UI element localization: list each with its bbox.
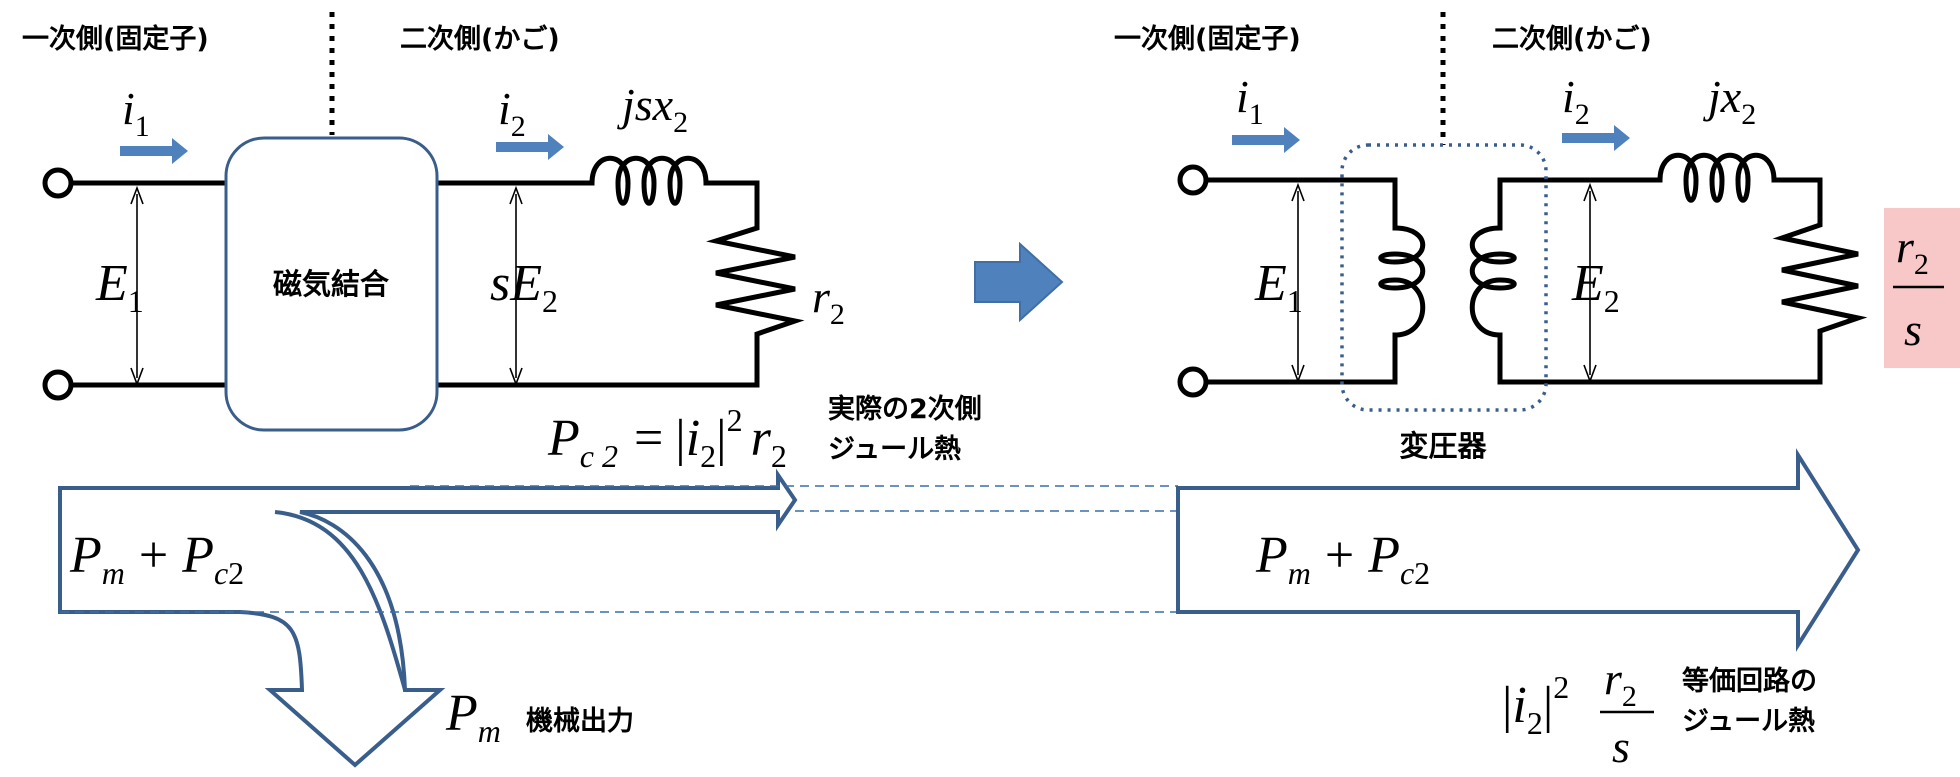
right-i2-arrow [1562, 125, 1630, 151]
left-r2-label: r2 [812, 271, 845, 331]
left-terminal-bottom [42, 369, 74, 401]
right-r2-numerator: r2 [1896, 221, 1929, 281]
left-reactance-label: jsx2 [617, 79, 688, 139]
right-i2-label: i2 [1562, 71, 1590, 131]
left-primary-label: 一次側(固定子) [22, 23, 209, 55]
eq-joule-denominator: s [1612, 721, 1630, 772]
left-resistor [706, 180, 805, 388]
left-se2-label: sE2 [490, 255, 558, 319]
left-i1-label: i1 [122, 83, 150, 143]
right-e2-label: E2 [1571, 255, 1620, 319]
left-secondary-label: 二次側(かご) [400, 23, 560, 55]
right-circuit: 一次側(固定子) 二次側(かご) 変圧器 r2 s [1114, 12, 1960, 463]
right-terminal-bottom [1177, 366, 1209, 398]
pc2-text-line1: 実際の2次側 [828, 393, 982, 425]
right-reactance-label: jx2 [1703, 71, 1756, 131]
right-i1-arrow [1232, 127, 1300, 153]
left-i1-arrow [120, 138, 188, 164]
right-terminal-top [1177, 164, 1209, 196]
right-e1-label: E1 [1254, 255, 1303, 319]
transformer-primary-coil [1378, 225, 1426, 338]
eq-joule-formula: |i2|2 [1502, 669, 1569, 741]
right-resistor [1772, 177, 1868, 385]
left-terminal-top [42, 167, 74, 199]
eq-joule-numerator: r2 [1604, 653, 1637, 713]
right-flow-arrow [1176, 448, 1861, 652]
left-flow-branch-curve [274, 510, 407, 691]
right-power-flow: Pm+Pc2 |i2|2 r2 s 等価回路の ジュール熱 [1176, 448, 1861, 772]
left-i2-label: i2 [498, 83, 526, 143]
left-i2-arrow [496, 134, 564, 160]
transformer-outline [1340, 143, 1548, 412]
left-circuit: 一次側(固定子) 二次側(かご) 磁気結合 i1 i2 jsx2 E1 [22, 12, 845, 432]
right-i1-label: i1 [1236, 71, 1264, 131]
right-flow-total-label: Pm+Pc2 [1255, 527, 1430, 591]
transformer-secondary-coil [1469, 225, 1517, 338]
magnetic-coupling-box [224, 136, 439, 432]
left-e1-label: E1 [95, 255, 144, 319]
mech-output-symbol: Pm [445, 685, 501, 749]
right-inductor [1657, 152, 1777, 203]
mech-output-label: 機械出力 [526, 706, 634, 737]
right-secondary-label: 二次側(かご) [1492, 23, 1652, 55]
transformer-label: 変圧器 [1399, 429, 1487, 463]
right-s-denominator: s [1904, 304, 1922, 355]
left-flow-band [58, 468, 798, 768]
transition-arrow [974, 241, 1064, 323]
left-flow-total-label: Pm+Pc2 [69, 527, 244, 591]
magnetic-coupling-label: 磁気結合 [273, 267, 389, 301]
right-primary-label: 一次側(固定子) [1114, 23, 1301, 55]
eq-text-line1: 等価回路の [1682, 665, 1817, 697]
pc2-text-line2: ジュール熱 [828, 434, 961, 465]
eq-text-line2: ジュール熱 [1682, 706, 1815, 737]
left-inductor [589, 155, 709, 206]
